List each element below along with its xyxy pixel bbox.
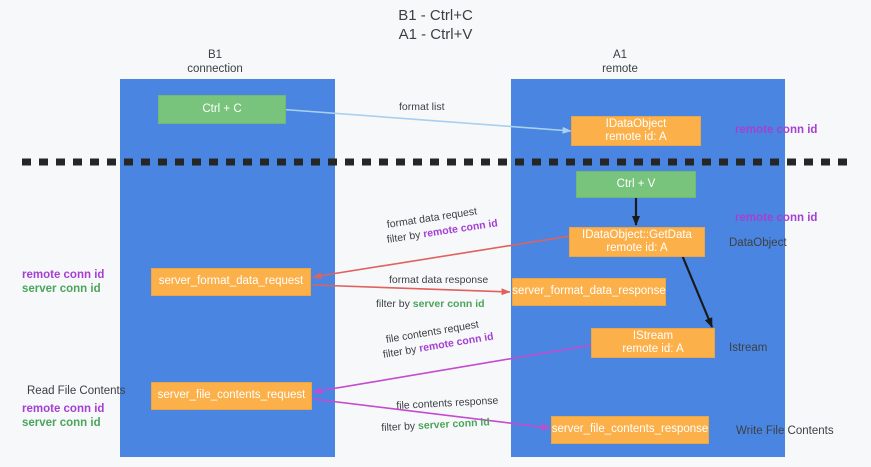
node-server-format-data-request[interactable]: server_format_data_request xyxy=(151,268,311,296)
node-istream-line2: remote id: A xyxy=(622,343,684,355)
label-left-server-conn-id-1: server conn id xyxy=(22,283,101,295)
caption-format-data-response-filter: filter by server conn id xyxy=(376,298,485,311)
node-ctrl-v[interactable]: Ctrl + V xyxy=(576,171,696,198)
column-header-b1-name: B1 xyxy=(207,49,223,61)
node-getdata-line1: IDataObject::GetData xyxy=(582,228,692,241)
node-server-file-contents-request[interactable]: server_file_contents_request xyxy=(151,382,312,410)
node-getdata[interactable]: IDataObject::GetData remote id: A xyxy=(569,227,705,257)
caption-file-contents-response-text: file contents response xyxy=(396,394,499,412)
label-left-remote-conn-id-1: remote conn id xyxy=(22,269,105,281)
caption-format-list: format list xyxy=(399,101,445,113)
title-line-1: B1 - Ctrl+C xyxy=(398,7,473,24)
node-ctrl-c[interactable]: Ctrl + C xyxy=(158,95,286,124)
caption-format-data-response-text: format data response xyxy=(389,274,489,286)
caption-file-contents-response-filter-key: server conn id xyxy=(417,416,491,433)
node-server-format-data-response[interactable]: server_format_data_response xyxy=(512,278,666,306)
label-left-server-conn-id-2: server conn id xyxy=(22,417,101,429)
label-right-istream: Istream xyxy=(729,342,768,354)
node-server-file-contents-response-line1: server_file_contents_response xyxy=(551,423,709,436)
node-idataobject-line2: remote id: A xyxy=(605,131,667,143)
caption-format-data-response-filter-prefix: filter by xyxy=(376,298,413,310)
column-header-a1-role: remote xyxy=(602,63,638,75)
column-header-a1-name: A1 xyxy=(612,49,628,61)
column-header-b1: B1 connection xyxy=(150,48,280,76)
node-ctrl-v-line1: Ctrl + V xyxy=(616,177,656,190)
node-server-format-data-request-line1: server_format_data_request xyxy=(158,275,304,288)
label-left-read-file-contents: Read File Contents xyxy=(27,385,126,397)
node-istream[interactable]: IStream remote id: A xyxy=(591,328,715,358)
label-right-dataobject: DataObject xyxy=(729,237,787,249)
node-server-file-contents-response[interactable]: server_file_contents_response xyxy=(551,416,709,444)
node-istream-line1: IStream xyxy=(632,329,674,342)
node-ctrl-c-line1: Ctrl + C xyxy=(202,102,242,115)
title-line-2: A1 - Ctrl+V xyxy=(398,26,473,43)
node-server-format-data-response-line1: server_format_data_response xyxy=(512,285,666,298)
caption-file-contents-response-filter: filter by server conn id xyxy=(381,416,490,435)
label-right-remote-conn-id-mid: remote conn id xyxy=(735,212,818,224)
column-header-a1: A1 remote xyxy=(555,48,685,76)
label-right-remote-conn-id-top: remote conn id xyxy=(735,124,818,136)
caption-format-data-response: format data response xyxy=(389,274,488,287)
caption-file-contents-response: file contents response xyxy=(396,395,499,413)
label-left-remote-conn-id-2: remote conn id xyxy=(22,403,105,415)
page-title: B1 - Ctrl+C A1 - Ctrl+V xyxy=(0,6,871,44)
node-idataobject[interactable]: IDataObject remote id: A xyxy=(571,116,701,146)
caption-format-data-response-filter-key: server conn id xyxy=(412,298,485,310)
node-getdata-line2: remote id: A xyxy=(606,242,668,254)
caption-file-contents-response-filter-prefix: filter by xyxy=(381,420,419,434)
label-right-write-file-contents: Write File Contents xyxy=(736,425,834,437)
node-server-file-contents-request-line1: server_file_contents_request xyxy=(157,389,306,402)
column-header-b1-role: connection xyxy=(187,63,243,75)
node-idataobject-line1: IDataObject xyxy=(605,117,667,130)
